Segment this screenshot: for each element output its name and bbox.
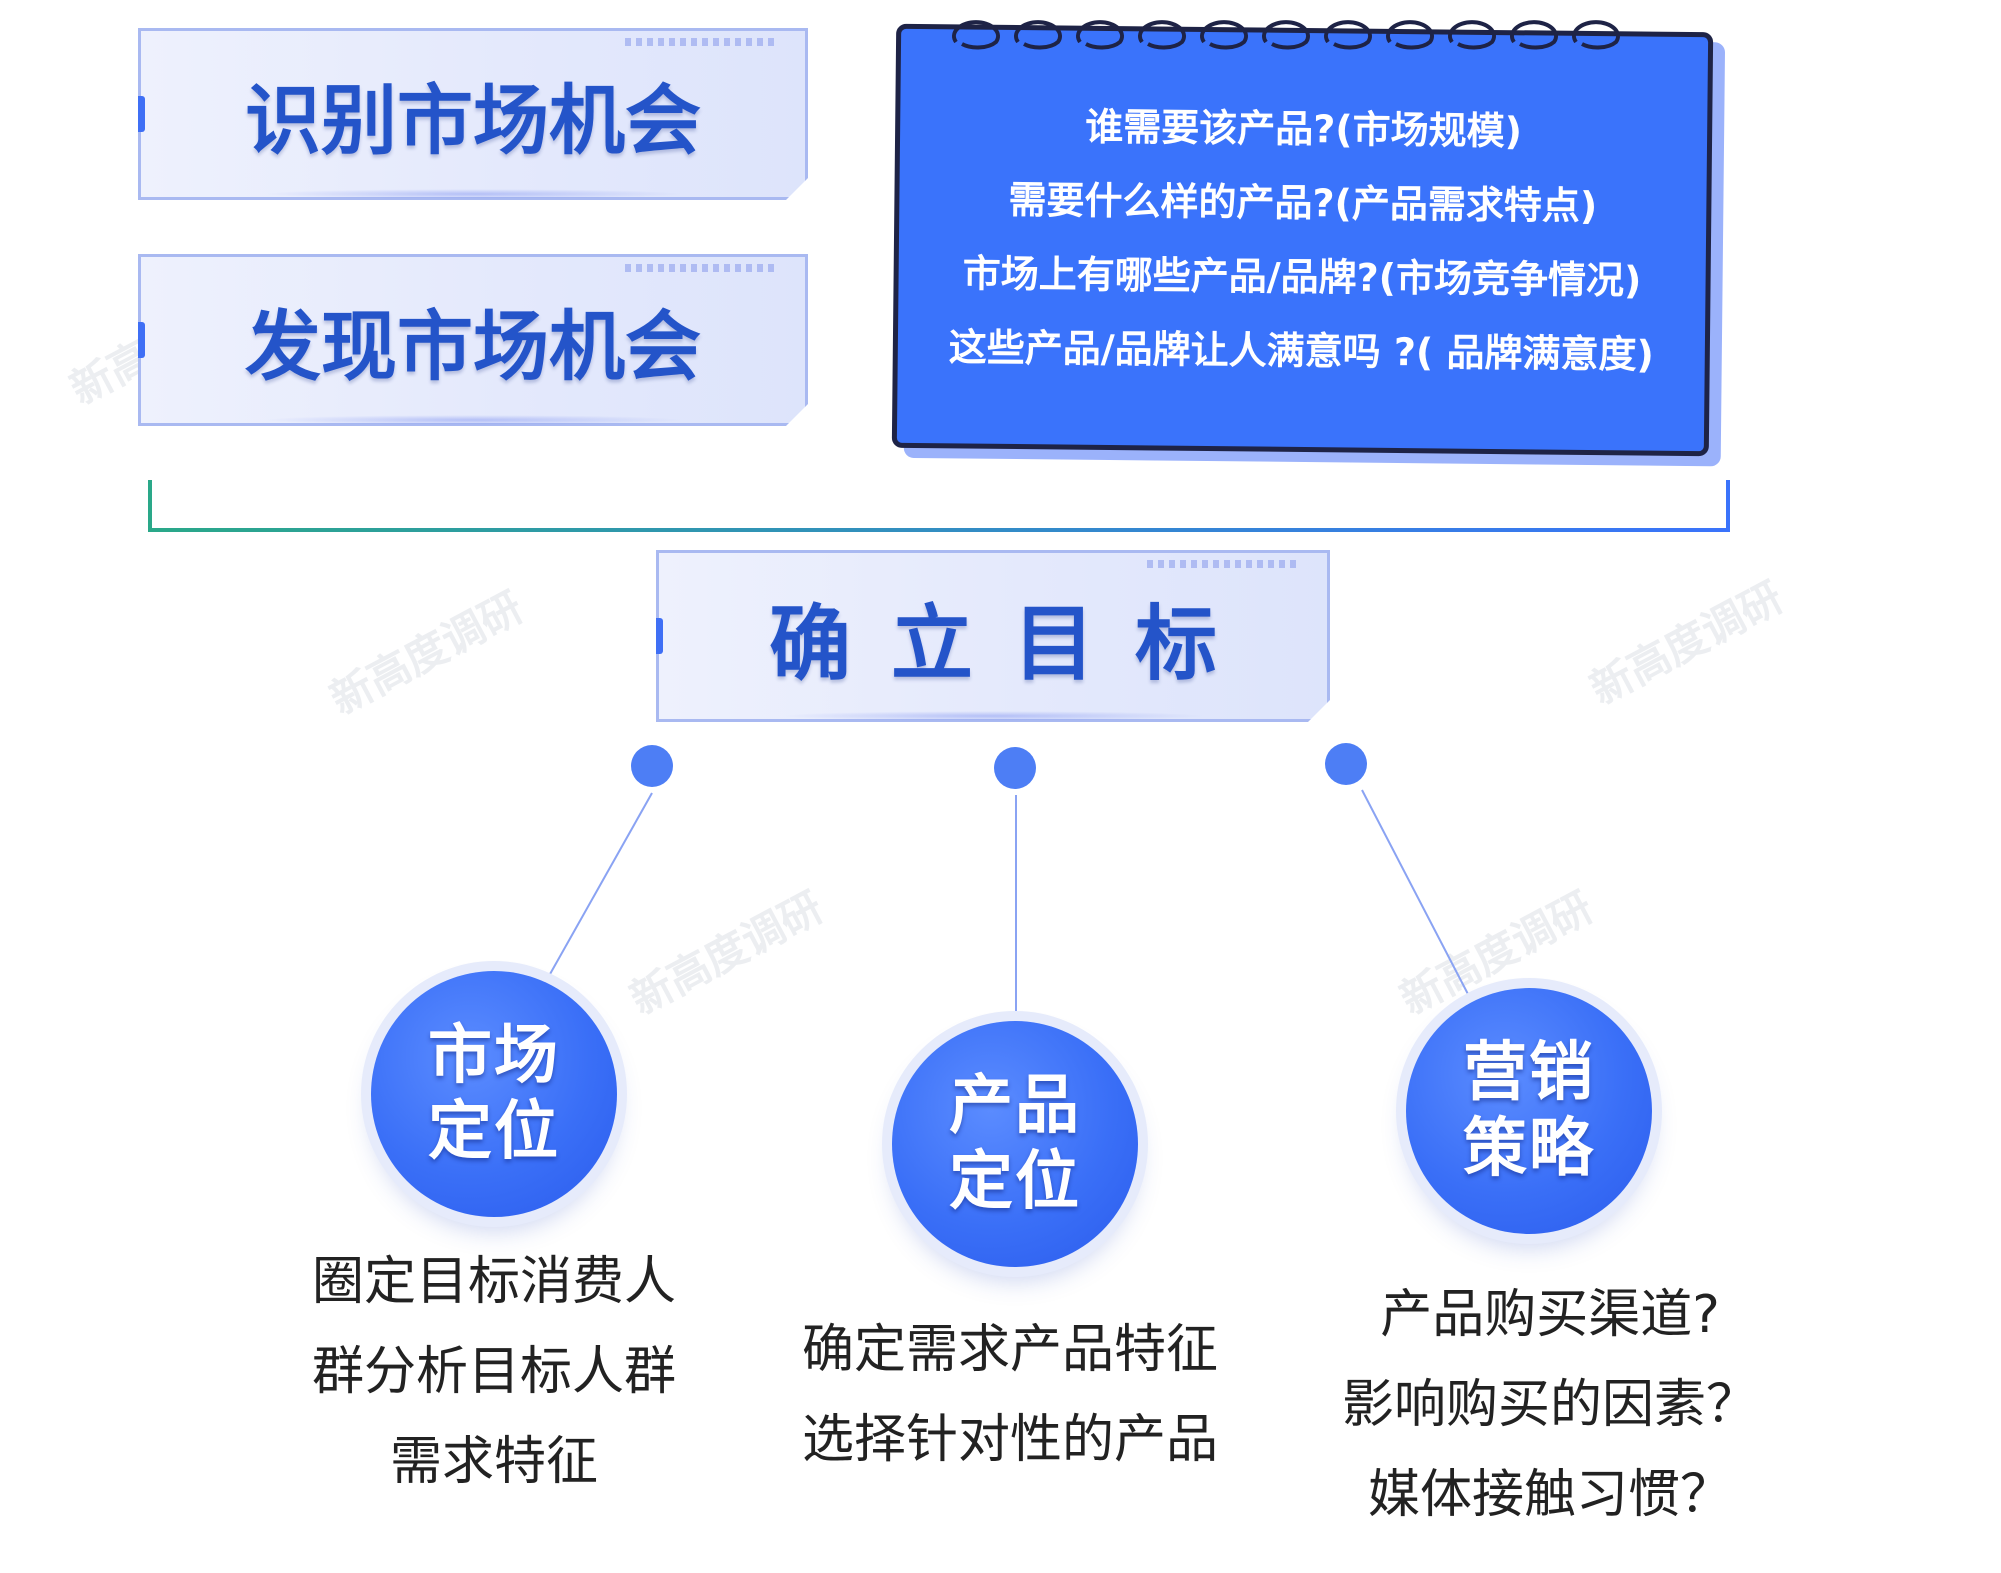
identify-market-title: 识别市场机会	[245, 76, 701, 165]
node-label: 市场	[428, 1019, 560, 1093]
connector-dot	[994, 747, 1036, 789]
node-label: 定位	[949, 1145, 1081, 1219]
card-tab	[653, 618, 663, 654]
identify-market-box: 识别市场机会	[138, 28, 808, 200]
notebook-rings-icon	[952, 20, 1620, 50]
node-marketing-strategy: 营销 策略	[1406, 988, 1652, 1234]
node-label: 策略	[1463, 1112, 1595, 1186]
node-market-positioning: 市场 定位	[371, 971, 617, 1217]
connector-line	[544, 792, 653, 984]
goal-box: 确立目标	[656, 550, 1330, 722]
connector-dot	[631, 745, 673, 787]
market-positioning-desc: 圈定目标消费人 群分析目标人群 需求特征	[311, 1252, 676, 1492]
card-tab	[135, 322, 145, 358]
connector-line	[1361, 789, 1471, 999]
card-tab	[135, 96, 145, 132]
node-product-positioning: 产品 定位	[892, 1021, 1138, 1267]
discover-market-title: 发现市场机会	[245, 302, 701, 391]
node-label: 产品	[949, 1069, 1081, 1143]
product-positioning-desc: 确定需求产品特征 选择针对性的产品	[801, 1320, 1218, 1470]
node-label: 定位	[428, 1095, 560, 1169]
discover-market-box: 发现市场机会	[138, 254, 808, 426]
connector-dot	[1325, 743, 1367, 785]
goal-title: 确立目标	[768, 596, 1257, 692]
marketing-strategy-desc: 产品购买渠道? 影响购买的因素？ 媒体接触习惯？	[1341, 1285, 1758, 1525]
node-label: 营销	[1463, 1036, 1595, 1110]
bracket-line	[148, 480, 1730, 532]
